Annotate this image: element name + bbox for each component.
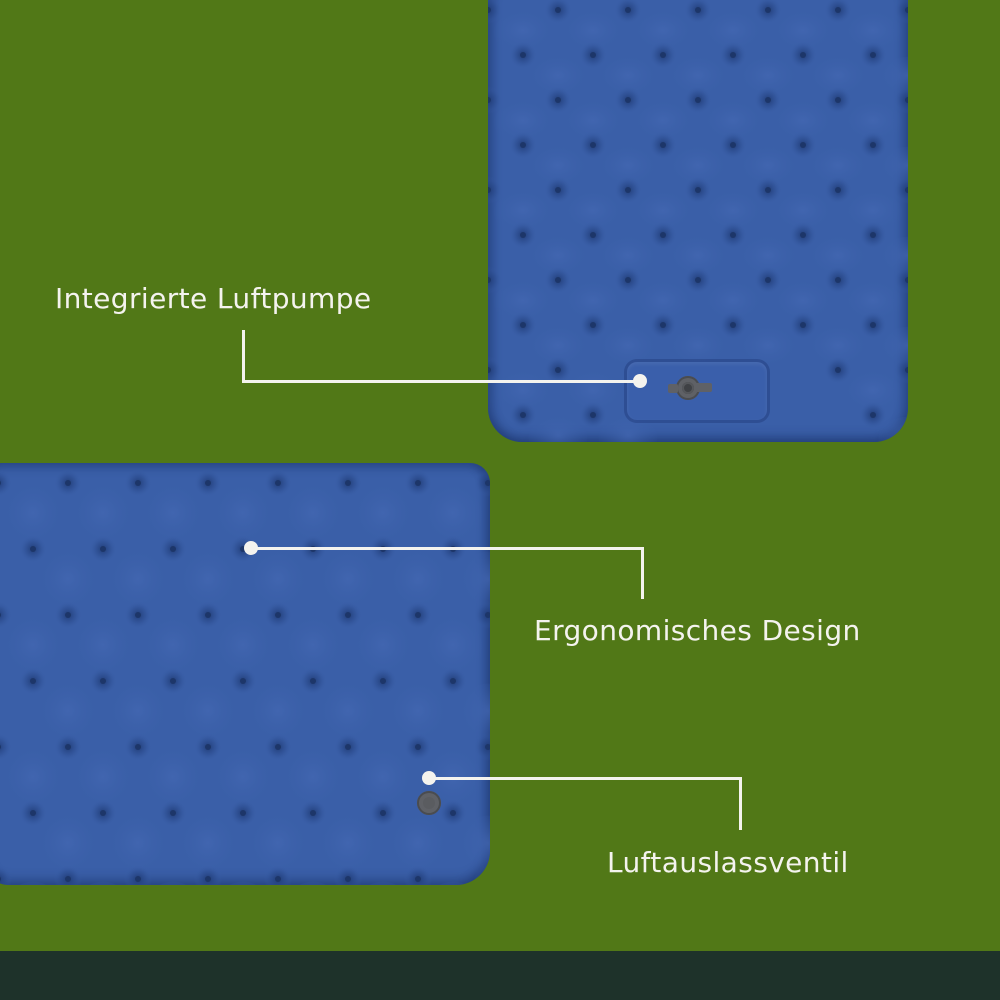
callout-line-vertical <box>739 777 742 830</box>
callout-line-vertical <box>641 547 644 599</box>
pump-valve-icon <box>676 376 700 400</box>
sleeping-mat-top <box>488 0 908 442</box>
callout-line-vertical <box>242 330 245 383</box>
air-cell-pattern <box>488 0 908 442</box>
callout-dot-pump <box>633 374 647 388</box>
deflation-valve-icon <box>417 791 441 815</box>
valve-core <box>682 382 694 394</box>
sleeping-mat-bottom <box>0 463 490 885</box>
footer-band <box>0 951 1000 1000</box>
callout-label-ergonomic-design: Ergonomisches Design <box>534 614 861 647</box>
valve-tab-left <box>668 384 678 393</box>
valve-tab <box>695 383 712 392</box>
air-cell-pattern <box>0 469 490 885</box>
callout-label-integrated-pump: Integrierte Luftpumpe <box>55 282 372 315</box>
callout-line-horizontal <box>251 547 644 550</box>
callout-label-deflation-valve: Luftauslassventil <box>607 846 849 879</box>
callout-line-horizontal <box>242 380 640 383</box>
callout-line-horizontal <box>429 777 742 780</box>
valve-core <box>423 797 435 809</box>
